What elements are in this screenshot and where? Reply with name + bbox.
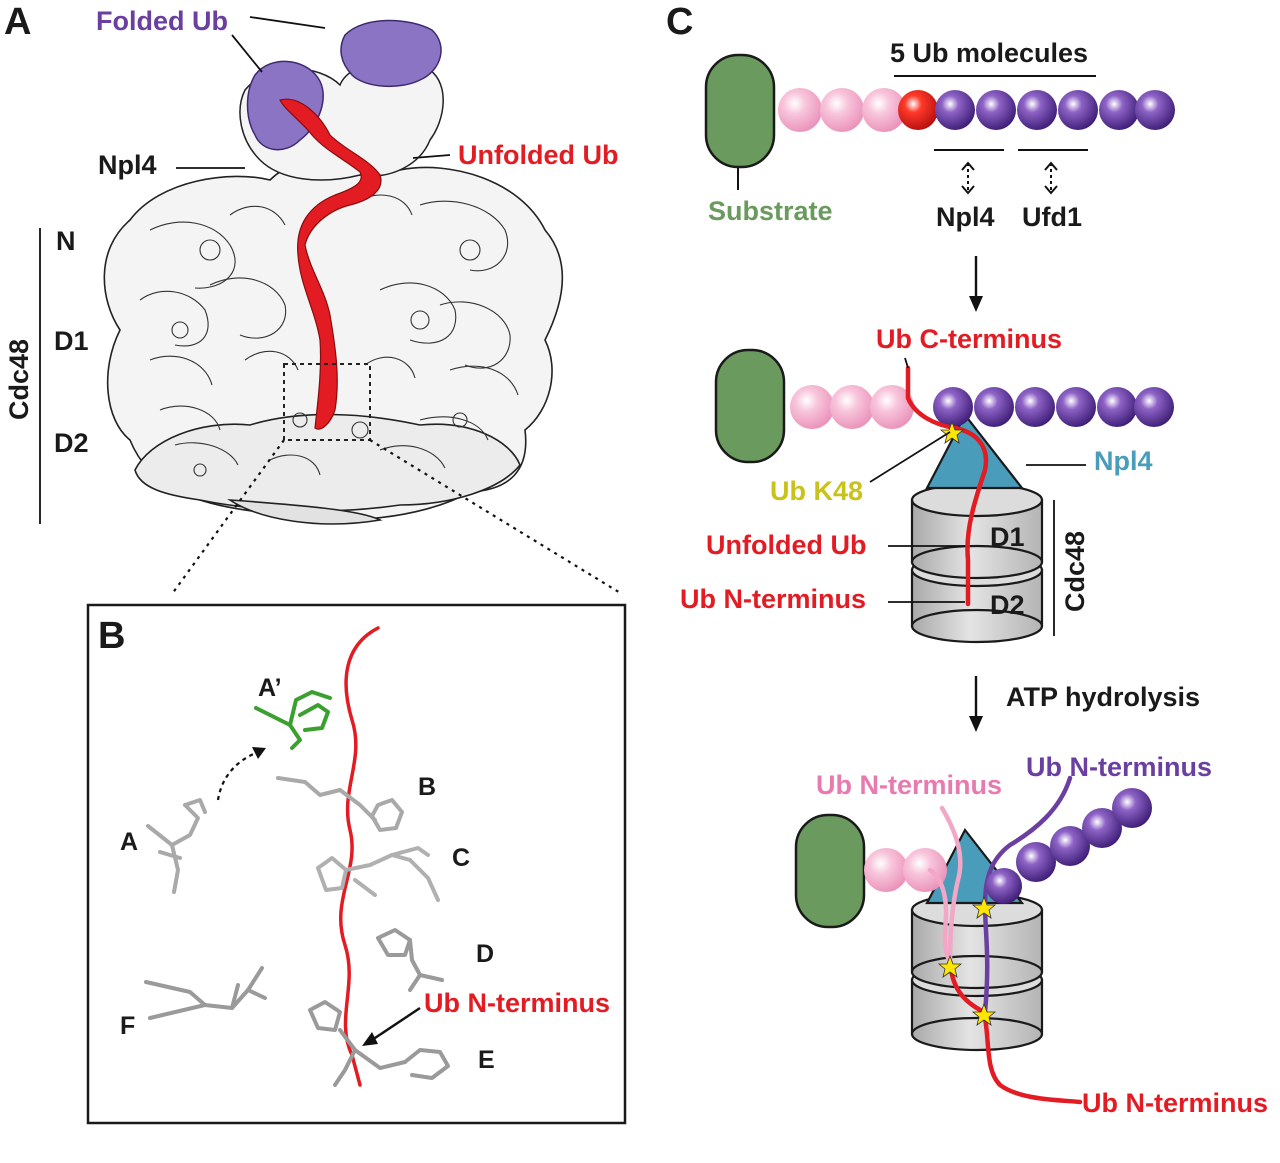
label-domain-n: N	[56, 226, 76, 256]
label-substrate: Substrate	[708, 196, 833, 226]
n-terminus-pointer-line	[371, 1007, 421, 1041]
panel-b-letter: B	[98, 615, 125, 657]
label-residue-c: C	[452, 844, 470, 872]
panel-c-letter: C	[666, 1, 693, 43]
label-ub-n-terminus-b: Ub N-terminus	[424, 988, 610, 1018]
n-terminus-pointer-head	[362, 1032, 378, 1046]
movement-arrowhead	[252, 747, 266, 759]
panel-b-frame	[86, 603, 627, 1125]
label-ub-c-terminus: Ub C-terminus	[876, 324, 1062, 354]
label-npl4-a: Npl4	[98, 150, 157, 180]
residue-c	[316, 846, 440, 902]
panel-a: A	[4, 1, 618, 525]
zoom-connector-lines	[171, 439, 623, 595]
label-residue-a-prime: A’	[258, 674, 282, 702]
ub-purple-4	[1058, 90, 1098, 130]
ub-purple-5	[1099, 90, 1139, 130]
ub-purple-3	[1017, 90, 1057, 130]
ub-chain-trace	[339, 626, 380, 1087]
residue-f	[144, 966, 267, 1020]
label-unfolded-ub-c: Unfolded Ub	[706, 530, 866, 560]
substrate-block-3	[794, 813, 866, 929]
residue-b	[276, 776, 404, 832]
label-domain-d1: D1	[54, 326, 89, 356]
residue-a	[146, 798, 207, 894]
panel-a-leader-lines	[39, 16, 451, 524]
label-residue-a: A	[120, 828, 138, 856]
label-ub-n-terminus-purple: Ub N-terminus	[1026, 752, 1212, 782]
label-five-ub: 5 Ub molecules	[890, 38, 1088, 68]
label-folded-ub: Folded Ub	[96, 6, 228, 36]
label-ub-k48: Ub K48	[770, 476, 863, 506]
residue-d	[376, 928, 444, 992]
ub-purple-6	[1135, 90, 1175, 130]
label-ufd1: Ufd1	[1022, 202, 1082, 232]
label-npl4-c1: Npl4	[936, 202, 995, 232]
label-residue-b: B	[418, 773, 436, 801]
label-npl4-c2: Npl4	[1094, 446, 1153, 476]
ub-pink-3	[862, 88, 906, 132]
movement-arrow	[216, 750, 259, 801]
ub-purple-2	[976, 90, 1016, 130]
label-atp-hydrolysis: ATP hydrolysis	[1006, 682, 1200, 712]
substrate-block-1	[704, 53, 776, 169]
label-unfolded-ub-a: Unfolded Ub	[458, 140, 618, 170]
label-residue-d: D	[476, 940, 494, 968]
panel-a-letter: A	[4, 1, 31, 43]
npl4-triangle-2	[925, 412, 1025, 490]
label-d2-c: D2	[990, 590, 1025, 620]
label-cdc48-c: Cdc48	[1060, 531, 1090, 612]
label-ub-n-terminus-red: Ub N-terminus	[1082, 1088, 1268, 1118]
label-residue-f: F	[120, 1012, 135, 1040]
panel-b: B	[86, 603, 627, 1125]
row-2-lines	[869, 357, 1086, 636]
residue-a-prime	[254, 690, 332, 750]
row-1-lines	[737, 75, 1096, 195]
label-cdc48-a: Cdc48	[4, 339, 34, 420]
ub-pink-2	[820, 88, 864, 132]
label-ub-n-terminus-c-mid: Ub N-terminus	[680, 584, 866, 614]
ub-purple-1	[935, 90, 975, 130]
label-residue-e: E	[478, 1046, 495, 1074]
complex-stage-2	[714, 348, 1174, 644]
residue-e	[308, 1000, 450, 1087]
ub-pink-1	[778, 88, 822, 132]
label-d1-c: D1	[990, 522, 1025, 552]
ub-red-folded	[898, 90, 938, 130]
unfolded-ub-density	[279, 98, 382, 430]
label-domain-d2: D2	[54, 428, 89, 458]
panel-c: C 5 Ub molecules Su	[666, 1, 1268, 1118]
arrow-1-head	[969, 296, 983, 312]
substrate-block-2	[714, 348, 786, 464]
complex-stage-3	[794, 775, 1152, 1105]
label-ub-n-terminus-pink: Ub N-terminus	[816, 770, 1002, 800]
ub-chain-row-1	[704, 53, 1175, 169]
arrow-2-head	[969, 716, 983, 732]
zoom-box	[283, 363, 371, 441]
